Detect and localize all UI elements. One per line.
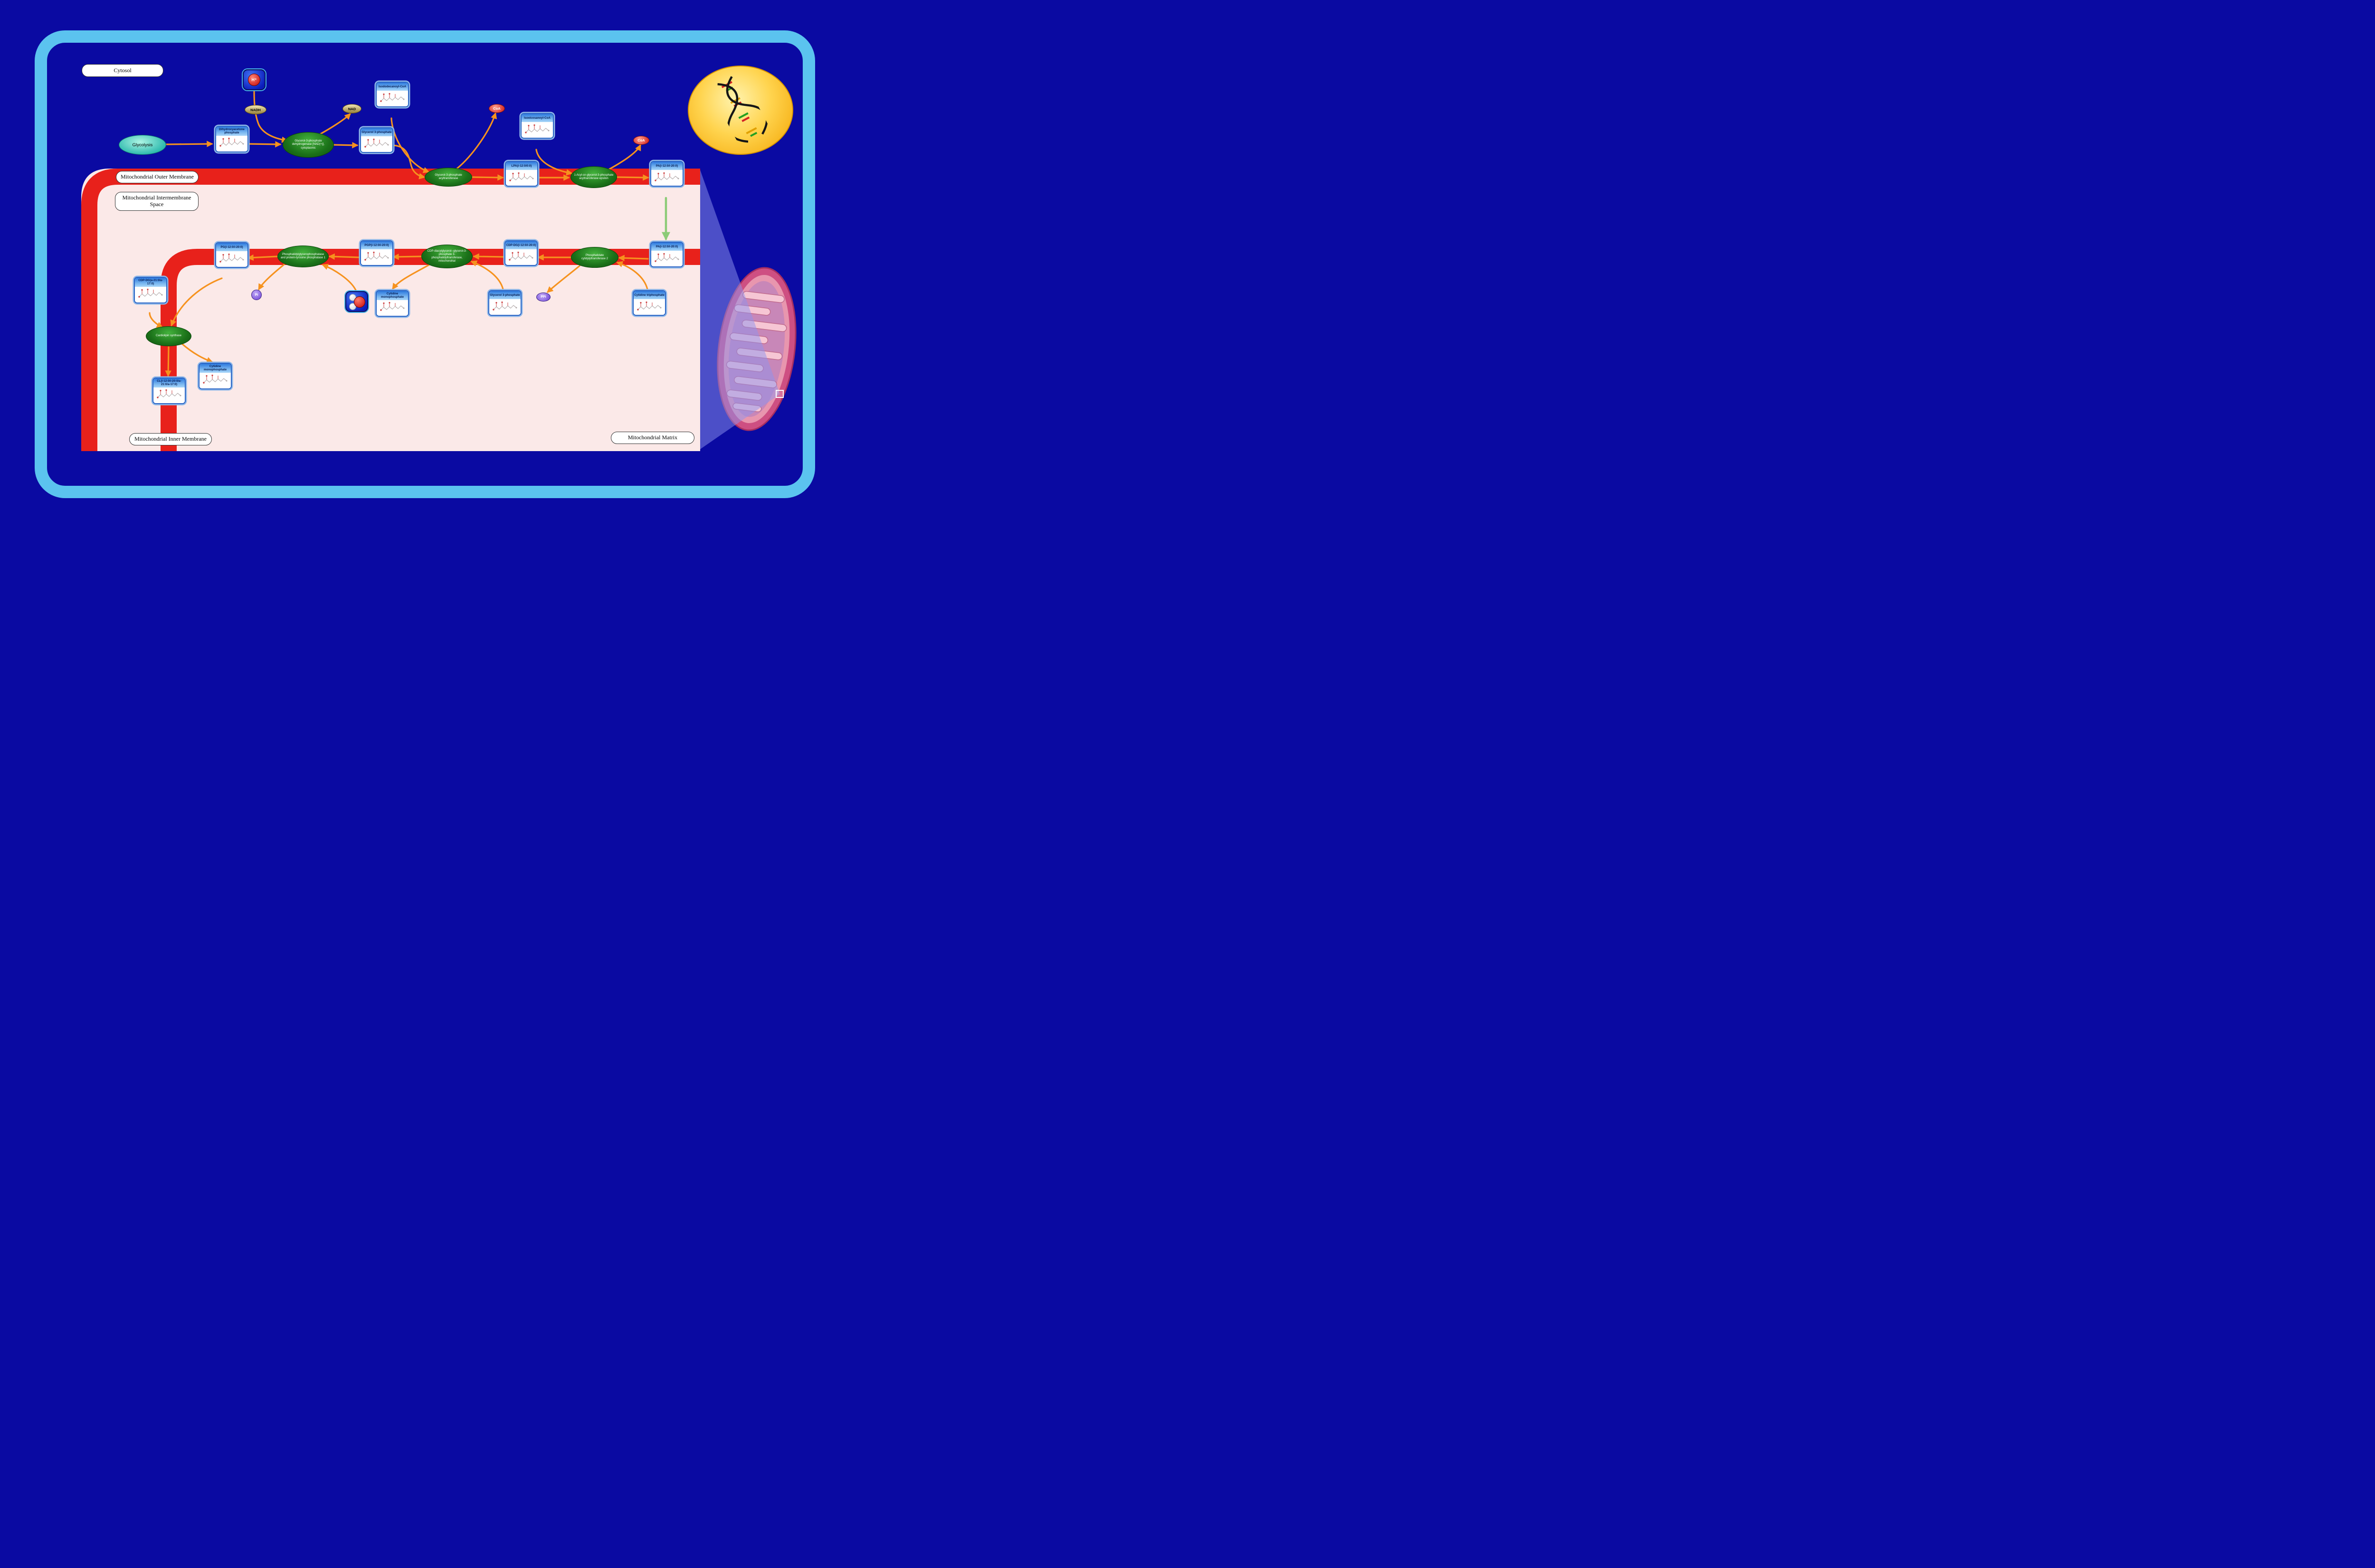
metabolite-g3p-cytosol[interactable]: Glycerol 3-phosphate	[360, 127, 393, 153]
outer-membrane-label: Mitochondrial Outer Membrane	[116, 171, 199, 183]
structure-drawing	[216, 251, 247, 267]
chemical-structure-icon	[655, 172, 679, 181]
metabolite-label: CDP-DG(i-12:0/i-20:0)	[505, 241, 537, 249]
enzyme-pgps[interactable]: CDP-diacylglycerol--glycerol-3-phosphate…	[421, 245, 473, 268]
cofactor-coa-2[interactable]: CoA	[633, 135, 649, 145]
metabolite-label: Glycerol 3-phosphate	[489, 291, 521, 299]
chemical-structure-icon	[138, 289, 163, 298]
chemical-structure-icon	[655, 253, 679, 262]
water-node[interactable]	[345, 291, 368, 312]
cytosol-label: Cytosol	[82, 64, 163, 77]
structure-drawing	[200, 372, 231, 388]
structure-drawing	[634, 299, 665, 315]
chemical-structure-icon	[380, 93, 405, 102]
structure-drawing	[489, 299, 521, 315]
chemical-structure-icon	[525, 124, 550, 133]
metabolite-label: PA(i-12:0/i-20:0)	[651, 243, 683, 251]
enzyme-agpat-epsilon[interactable]: 1-Acyl-sn-glycerol-3-phosphate acyltrans…	[570, 166, 617, 188]
enzyme-gpat[interactable]: Glycerol-3-phosphate acyltransferase	[425, 168, 472, 187]
enzyme-cls[interactable]: Cardiolipin synthase	[146, 326, 191, 346]
chemical-structure-icon	[364, 138, 389, 148]
structure-drawing	[651, 251, 683, 266]
enzyme-gpd[interactable]: Glycerol-3-phosphate dehydrogenase [NAD(…	[283, 132, 334, 158]
structure-drawing	[153, 387, 185, 403]
chemical-structure-icon	[203, 375, 228, 384]
matrix-label: Mitochondrial Matrix	[611, 432, 694, 444]
metabolite-label: Glycerol 3-phosphate	[361, 128, 392, 136]
metabolite-cmp-2[interactable]: Cytidine monophosphate	[199, 363, 232, 389]
metabolite-pgp[interactable]: PGP(i-12:0/i-20:0)	[360, 240, 393, 266]
chemical-structure-icon	[219, 253, 244, 263]
structure-drawing	[135, 286, 166, 302]
structure-drawing	[377, 300, 408, 316]
cofactor-nad[interactable]: NAD	[342, 104, 361, 113]
metabolite-label: Isoeicosanoyl-CoA	[522, 114, 553, 122]
nucleus	[688, 66, 793, 155]
proton-node[interactable]: H⁺	[243, 69, 266, 90]
metabolite-label: PGP(i-12:0/i-20:0)	[361, 241, 392, 249]
metabolite-label: Cytidine triphosphate	[634, 291, 665, 299]
structure-drawing	[216, 135, 247, 151]
metabolite-label: CL(i-12:0/i-20:0/a-21:0/a-17:0)	[153, 378, 185, 387]
metabolite-label: PA(i-12:0/i-20:0)	[651, 162, 683, 170]
cofactor-pi[interactable]: Pi	[251, 290, 262, 300]
structure-drawing	[361, 136, 392, 152]
structure-drawing	[505, 249, 537, 265]
metabolite-lpa[interactable]: LPA(i-12:0/0:0)	[505, 161, 538, 187]
chemical-structure-icon	[493, 301, 517, 311]
dna-helix-icon	[717, 76, 768, 143]
chemical-structure-icon	[157, 389, 181, 399]
structure-drawing	[506, 170, 537, 186]
metabolite-pa-outer[interactable]: PA(i-12:0/i-20:0)	[650, 161, 684, 187]
metabolite-cmp-1[interactable]: Cytidine monophosphate	[376, 290, 409, 317]
intermembrane-space-label: Mitochondrial Intermembrane Space	[115, 192, 199, 211]
inner-membrane-label: Mitochondrial Inner Membrane	[129, 433, 212, 445]
chemical-structure-icon	[509, 172, 534, 181]
metabolite-label: Cytidine monophosphate	[200, 364, 231, 373]
metabolite-label: Dihydroxyacetone phosphate	[216, 127, 247, 136]
cofactor-ppi[interactable]: PPi	[536, 292, 551, 302]
metabolite-label: PG(i-12:0/i-20:0)	[216, 243, 247, 251]
structure-drawing	[361, 249, 392, 265]
metabolite-ctp[interactable]: Cytidine triphosphate	[633, 290, 666, 316]
structure-drawing	[522, 122, 553, 138]
metabolite-cdp-dg-1[interactable]: CDP-DG(i-12:0/i-20:0)	[504, 240, 538, 266]
chemical-structure-icon	[380, 302, 405, 312]
metabolite-isododecanoyl-coa[interactable]: Isododecanoyl-CoA	[376, 82, 409, 107]
metabolite-label: Cytidine monophosphate	[377, 291, 408, 300]
glycolysis-node[interactable]: Glycolysis	[119, 135, 166, 155]
cofactor-nadh[interactable]: NADH	[245, 105, 266, 114]
chemical-structure-icon	[637, 301, 662, 311]
chemical-structure-icon	[364, 251, 389, 261]
metabolite-cdp-dg-2[interactable]: CDP-DG(a-21:0/a-17:0)	[134, 277, 167, 303]
chemical-structure-icon	[219, 138, 244, 147]
structure-drawing	[651, 170, 683, 186]
enzyme-ptpmt1[interactable]: Phosphatidylglycerophosphatase and prote…	[277, 246, 329, 267]
structure-drawing	[377, 91, 408, 106]
chemical-structure-icon	[509, 251, 533, 261]
water-molecule-icon	[347, 293, 366, 310]
proton-icon: H⁺	[248, 74, 260, 86]
metabolite-pg[interactable]: PG(i-12:0/i-20:0)	[215, 242, 248, 268]
cofactor-coa-1[interactable]: CoA	[489, 104, 505, 113]
metabolite-cl[interactable]: CL(i-12:0/i-20:0/a-21:0/a-17:0)	[152, 378, 186, 404]
metabolite-pa-inner[interactable]: PA(i-12:0/i-20:0)	[650, 242, 684, 267]
metabolite-label: Isododecanoyl-CoA	[377, 83, 408, 91]
cell-membrane-frame	[35, 30, 815, 498]
metabolite-label: CDP-DG(a-21:0/a-17:0)	[135, 278, 166, 287]
enzyme-pcyt2[interactable]: Phosphatidate cytidylyltransferase 2	[571, 247, 618, 268]
metabolite-dhap[interactable]: Dihydroxyacetone phosphate	[215, 126, 248, 152]
pathway-canvas: { "colors": { "arrow": "#F6921E", "trans…	[0, 0, 855, 522]
metabolite-isoeicosanoyl-coa[interactable]: Isoeicosanoyl-CoA	[521, 113, 554, 139]
metabolite-label: LPA(i-12:0/0:0)	[506, 162, 537, 170]
metabolite-g3p-matrix[interactable]: Glycerol 3-phosphate	[488, 290, 522, 316]
